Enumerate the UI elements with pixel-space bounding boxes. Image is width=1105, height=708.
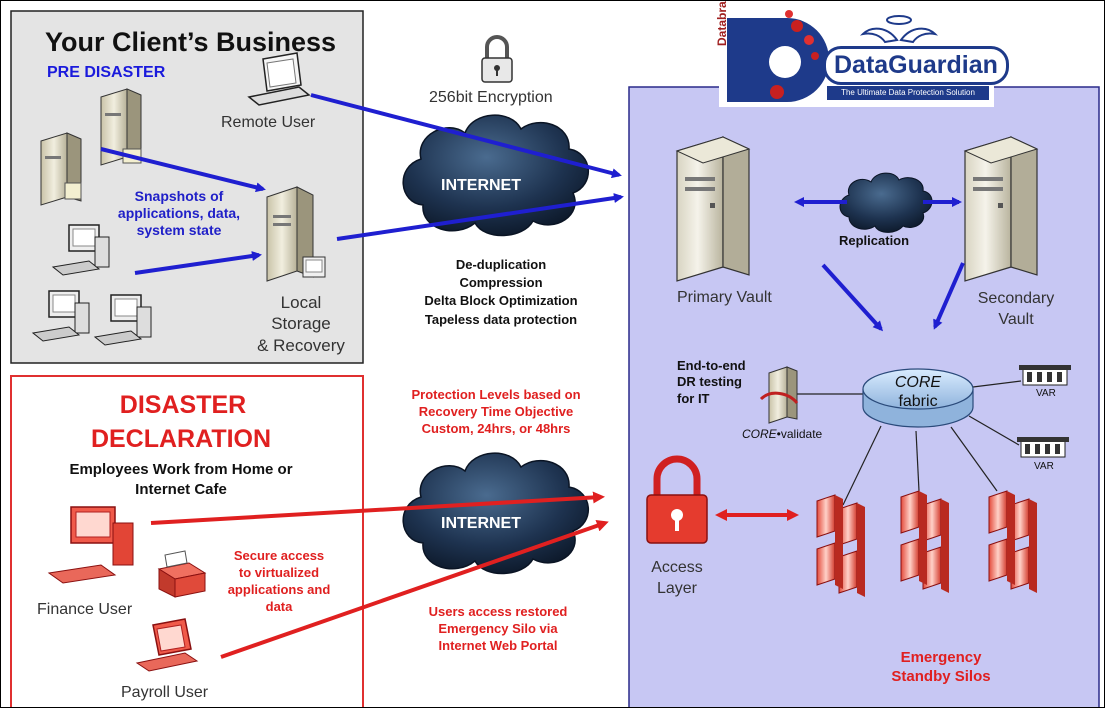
disaster-declaration-panel [10, 375, 364, 707]
logo-brand: DataGuardian [823, 46, 1009, 85]
secondary-vault-label: Secondary Vault [977, 290, 1055, 328]
dr-testing-label: End-to-end DR testing for IT [677, 358, 746, 406]
padlock-icon [646, 455, 708, 544]
desktop-icon [51, 224, 110, 276]
core-fabric-label: CORE fabric [894, 374, 942, 411]
cloud-icon [839, 172, 933, 233]
desktop-icon [47, 506, 134, 584]
server-icon [40, 132, 82, 206]
blue-arrows [100, 93, 965, 332]
logo-emblem [727, 10, 829, 102]
logo-tagline: The Ultimate Data Protection Solution [827, 86, 989, 100]
server-icon [900, 490, 949, 593]
emergency-silos-label: Emergency Standby Silos [891, 649, 991, 685]
var-label-2: VAR [1034, 461, 1054, 472]
encryption-label: 256bit Encryption [429, 89, 553, 106]
laptop-icon [135, 618, 199, 672]
disaster-title-line2: DECLARATION [90, 425, 272, 453]
payroll-user-label: Payroll User [121, 684, 209, 701]
lock-icon [481, 35, 513, 83]
users-access-label: Users access restored Emergency Silo via… [428, 604, 568, 653]
server-icon [759, 366, 799, 424]
server-icon [675, 136, 751, 282]
access-layer-label: Access Layer [651, 559, 703, 597]
client-business-title: Your Client’s Business [45, 27, 337, 57]
internet-top-label: INTERNET [441, 177, 521, 194]
local-storage-label: Local Storage & Recovery [257, 293, 345, 355]
cloud-icon [402, 114, 590, 237]
wings-icon [859, 15, 939, 44]
var-label-1: VAR [1036, 388, 1056, 399]
protection-levels-label: Protection Levels based on Recovery Time… [411, 387, 581, 436]
finance-user-label: Finance User [37, 601, 133, 618]
core-validate-label: CORE•validate [742, 427, 823, 441]
server-icon [963, 136, 1039, 282]
building-icon [1017, 437, 1069, 458]
logo-side-text: Databranch [715, 0, 729, 46]
red-arrows [150, 491, 799, 659]
server-icon [816, 494, 865, 597]
building-icon [1019, 365, 1071, 386]
snapshots-label: Snapshots of applications, data, system … [117, 188, 241, 238]
replication-label: Replication [839, 233, 910, 248]
internet-bottom-label: INTERNET [441, 515, 521, 532]
database-icon [862, 368, 974, 428]
disaster-title-line1: DISASTER [119, 391, 247, 419]
core-fabric-links [797, 380, 1022, 506]
secure-access-label: Secure access to virtualized application… [227, 548, 331, 614]
remote-user-label: Remote User [221, 114, 316, 131]
printer-icon [157, 550, 207, 598]
pre-disaster-label: PRE DISASTER [47, 64, 166, 81]
dataguardian-logo: Databranch DataGuardian The Ultimate Dat… [715, 1, 1009, 107]
laptop-icon [247, 52, 311, 106]
server-icon [266, 186, 326, 282]
desktop-icon [31, 290, 90, 342]
desktop-icon [93, 294, 152, 346]
server-icon [988, 490, 1037, 593]
features-list: De-duplication Compression Delta Block O… [424, 257, 578, 327]
primary-vault-label: Primary Vault [677, 289, 772, 306]
disaster-subtitle: Employees Work from Home or Internet Caf… [69, 461, 293, 498]
cloud-icon [402, 452, 590, 575]
